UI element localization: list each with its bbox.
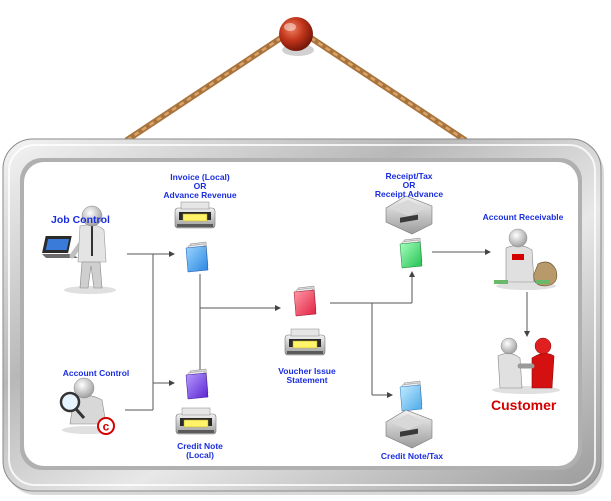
hanging-rope: [124, 25, 468, 143]
credit-note-tax-document-icon: [399, 380, 423, 412]
person-laptop-icon: [42, 205, 116, 294]
flow-connectors: [125, 249, 530, 411]
svg-text:c: c: [103, 420, 110, 434]
handshake-icon: [492, 337, 560, 394]
board-frame: [2, 138, 604, 495]
receipt-document-icon: [399, 237, 423, 269]
invoice-document-icon: [185, 241, 209, 273]
voucher-document-icon: [293, 285, 317, 317]
credit-note-tax-printer-icon: [385, 409, 433, 449]
credit-note-local-document-icon: [185, 368, 209, 400]
voucher-printer-icon: [284, 328, 326, 356]
account-receivable-label: Account Receivable: [482, 212, 564, 222]
credit-note-local-label: Credit Note (Local): [177, 441, 223, 460]
job-control-label: Job Control: [51, 214, 110, 226]
credit-note-local-printer-icon: [175, 407, 217, 435]
nail-icon: [279, 17, 314, 56]
person-magnifier-copyright-icon: c: [59, 377, 115, 435]
account-control-label: Account Control: [62, 368, 130, 378]
receipt-printer-icon: [385, 195, 433, 235]
credit-note-tax-label: Credit Note/Tax: [380, 451, 444, 461]
person-money-bag-icon: [494, 228, 558, 290]
invoice-label: Invoice (Local) OR Advance Revenue: [163, 172, 237, 200]
voucher-label: Voucher Issue Statement: [278, 366, 336, 385]
invoice-printer-icon: [174, 201, 216, 229]
receipt-label: Receipt/Tax OR Receipt Advance: [374, 171, 444, 199]
customer-label: Customer: [491, 397, 557, 413]
